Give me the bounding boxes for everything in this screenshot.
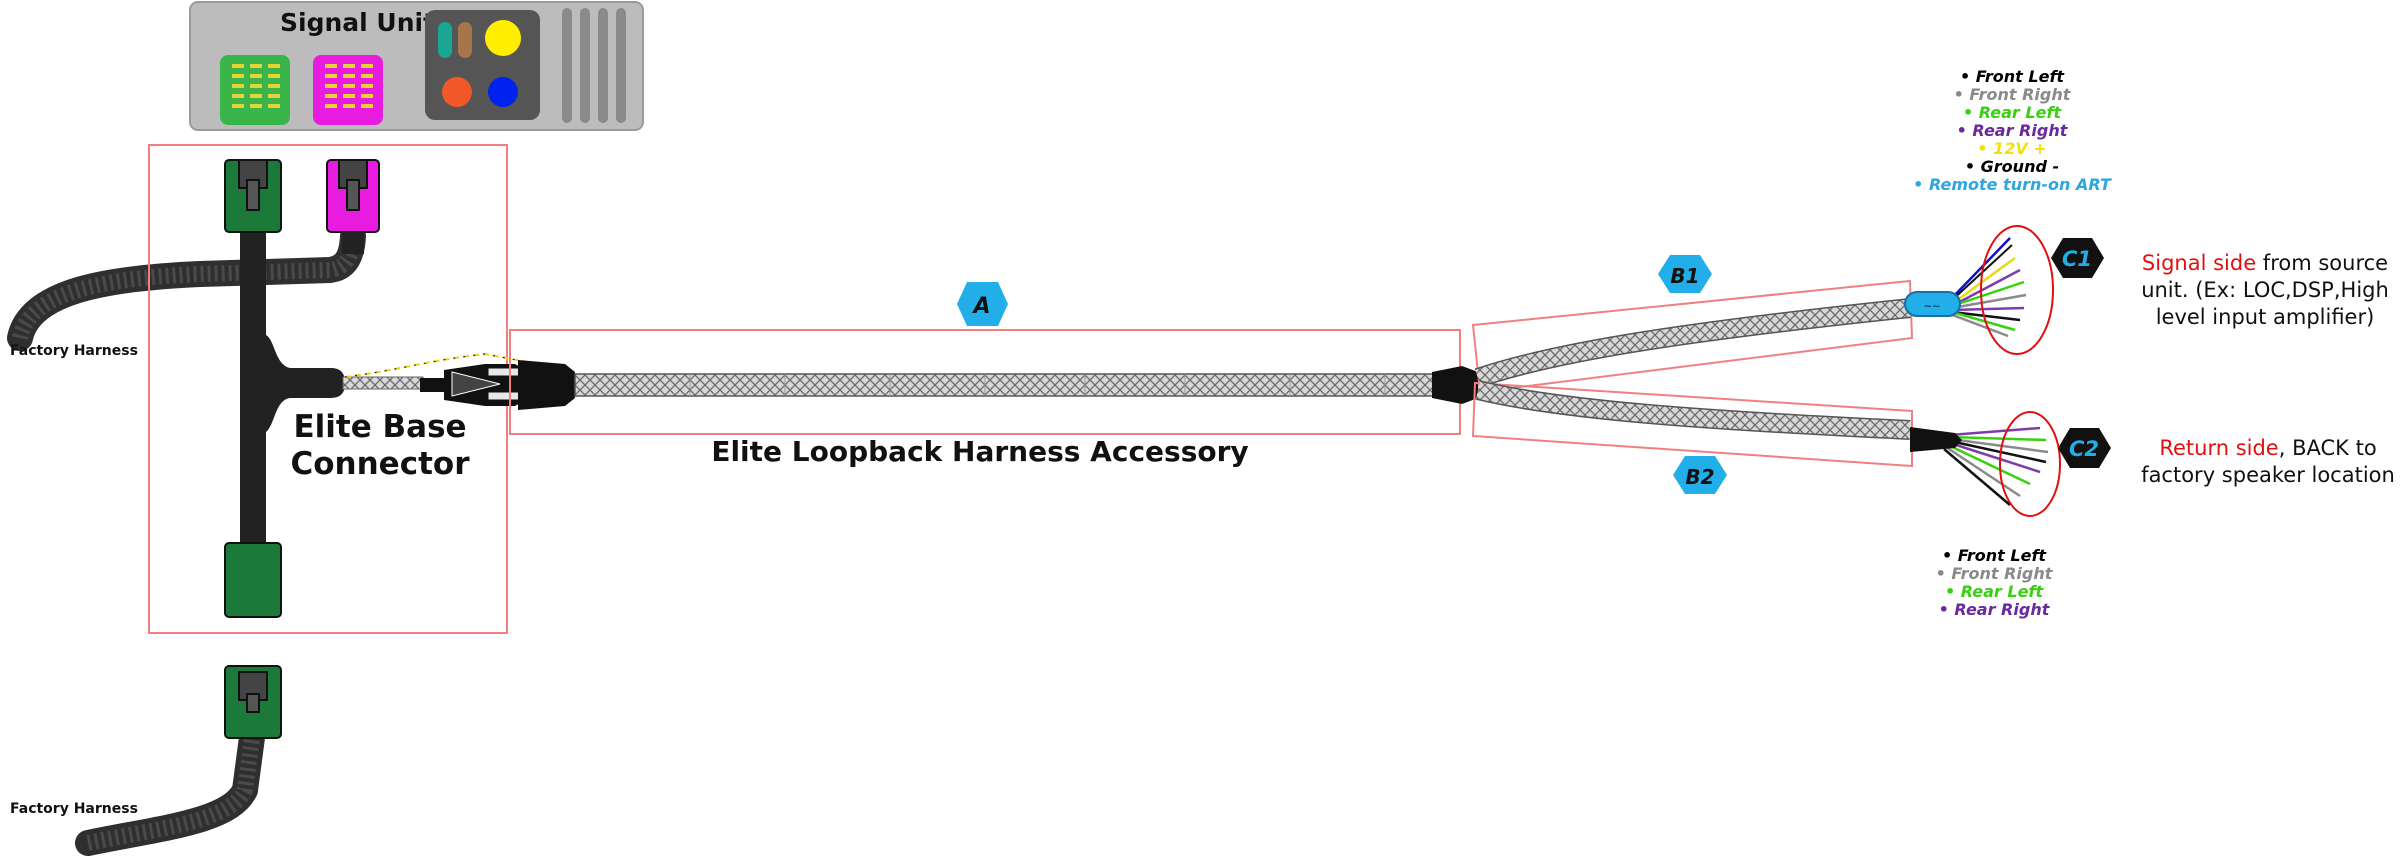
return-side-line2: factory speaker location <box>2141 463 2395 487</box>
signal-unit-vents <box>562 8 626 123</box>
return-wire-legend: • Front Left • Front Right • Rear Left •… <box>1936 546 2054 619</box>
base-connector-label-line1: Elite Base <box>293 409 466 445</box>
return-legend-rear-right: • Rear Right <box>1939 600 2051 619</box>
svg-text:~~: ~~ <box>1924 301 1941 312</box>
signal-legend-remote: • Remote turn-on ART <box>1913 175 2112 194</box>
loopback-plug <box>420 360 575 410</box>
badge-c2: C2 <box>2058 428 2111 468</box>
signal-legend-ground: • Ground - <box>1965 157 2059 176</box>
signal-legend-rear-left: • Rear Left <box>1963 103 2062 122</box>
signal-side-rest: from source <box>2256 251 2388 275</box>
badge-b1-text: B1 <box>1670 264 1699 288</box>
signal-unit-indicator-panel <box>425 10 540 120</box>
section-b2-outline <box>1471 381 1913 468</box>
splitter-boot <box>1432 366 1478 404</box>
factory-connector-lower <box>224 665 282 739</box>
signal-unit-green-port <box>220 55 290 125</box>
signal-wire-legend: • Front Left • Front Right • Rear Left •… <box>1913 67 2112 194</box>
signal-side-line1: Signal side from source <box>2142 251 2388 275</box>
c1-wire-fan: ~~ <box>1904 237 2027 338</box>
loopback-harness-main-cable <box>574 373 1436 397</box>
c2-wire-fan <box>1910 426 2049 506</box>
signal-side-line3: level input amplifier) <box>2156 305 2375 329</box>
c1-highlight-ellipse <box>1980 225 2054 355</box>
badge-a: A <box>957 282 1008 326</box>
factory-harness-bottom-label: Factory Harness <box>10 801 138 817</box>
loopback-harness-title: Elite Loopback Harness Accessory <box>711 435 1248 468</box>
base-connector-label-line2: Connector <box>291 446 471 482</box>
branch-b1-cable <box>1474 298 1912 388</box>
return-side-highlight: Return side <box>2159 436 2278 460</box>
badge-b2-text: B2 <box>1685 465 1714 489</box>
signal-side-highlight: Signal side <box>2142 251 2256 275</box>
badge-b2: B2 <box>1673 456 1727 494</box>
factory-harness-lower-loom <box>75 717 266 856</box>
badge-a-text: A <box>971 294 990 319</box>
signal-side-line2: unit. (Ex: LOC,DSP,High <box>2141 278 2389 302</box>
factory-harness-top-label: Factory Harness <box>10 343 138 359</box>
badge-c2-text: C2 <box>2069 437 2099 461</box>
branch-b2-cable <box>1475 380 1911 440</box>
return-side-rest: , BACK to <box>2279 436 2377 460</box>
signal-legend-front-right: • Front Right <box>1954 85 2072 104</box>
factory-harness-upper-loom <box>7 223 366 351</box>
signal-unit-magenta-port <box>313 55 383 125</box>
return-legend-rear-left: • Rear Left <box>1945 582 2044 601</box>
return-legend-front-left: • Front Left <box>1942 546 2047 565</box>
return-legend-front-right: • Front Right <box>1936 564 2054 583</box>
signal-unit: Signal Unit <box>189 1 644 131</box>
signal-side-description: Signal side from source unit. (Ex: LOC,D… <box>2141 251 2389 329</box>
signal-legend-front-left: • Front Left <box>1960 67 2065 86</box>
elite-base-connector <box>224 159 380 618</box>
signal-legend-12v: • 12V + <box>1977 139 2046 158</box>
badge-c1-text: C1 <box>2062 247 2092 271</box>
return-side-description: Return side, BACK to factory speaker loc… <box>2141 436 2395 487</box>
c2-highlight-ellipse <box>1999 411 2061 517</box>
signal-legend-rear-right: • Rear Right <box>1957 121 2069 140</box>
return-side-line1: Return side, BACK to <box>2159 436 2376 460</box>
badge-c1: C1 <box>2051 238 2104 278</box>
badge-b1: B1 <box>1658 255 1712 293</box>
signal-unit-title: Signal Unit <box>280 8 435 37</box>
